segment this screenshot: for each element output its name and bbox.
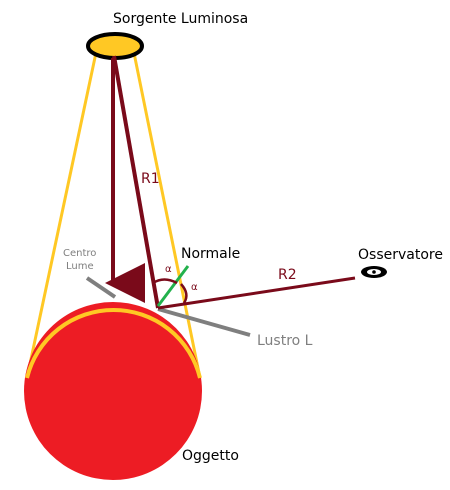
gloss-line [157,307,251,337]
normal-line [156,265,190,307]
observer-label: Osservatore [358,247,443,263]
object-lit-rim [25,308,202,379]
light-center-label-line1: Centro [63,248,96,259]
ray-r1-label: R1 [141,171,160,187]
ray-r1 [112,55,160,309]
ray-r2-label: R2 [278,267,297,283]
angle-arc-reflected [180,283,188,304]
object-sphere [24,302,202,480]
light-center-label-line2: Lume [66,261,94,272]
eye-icon [361,266,387,278]
object-label: Oggetto [182,448,239,464]
light-source-label: Sorgente Luminosa [113,11,248,27]
light-cone-left-edge [25,47,99,379]
light-source [86,32,144,60]
normal-label: Normale [181,246,240,262]
ray-r2 [157,276,356,310]
light-center-line [85,276,117,299]
light-cone-right-edge [131,47,202,379]
alpha-incident-label: α [165,264,172,275]
angle-arc-incident [152,278,178,285]
alpha-reflected-label: α [191,282,198,293]
gloss-label: Lustro L [257,333,313,349]
